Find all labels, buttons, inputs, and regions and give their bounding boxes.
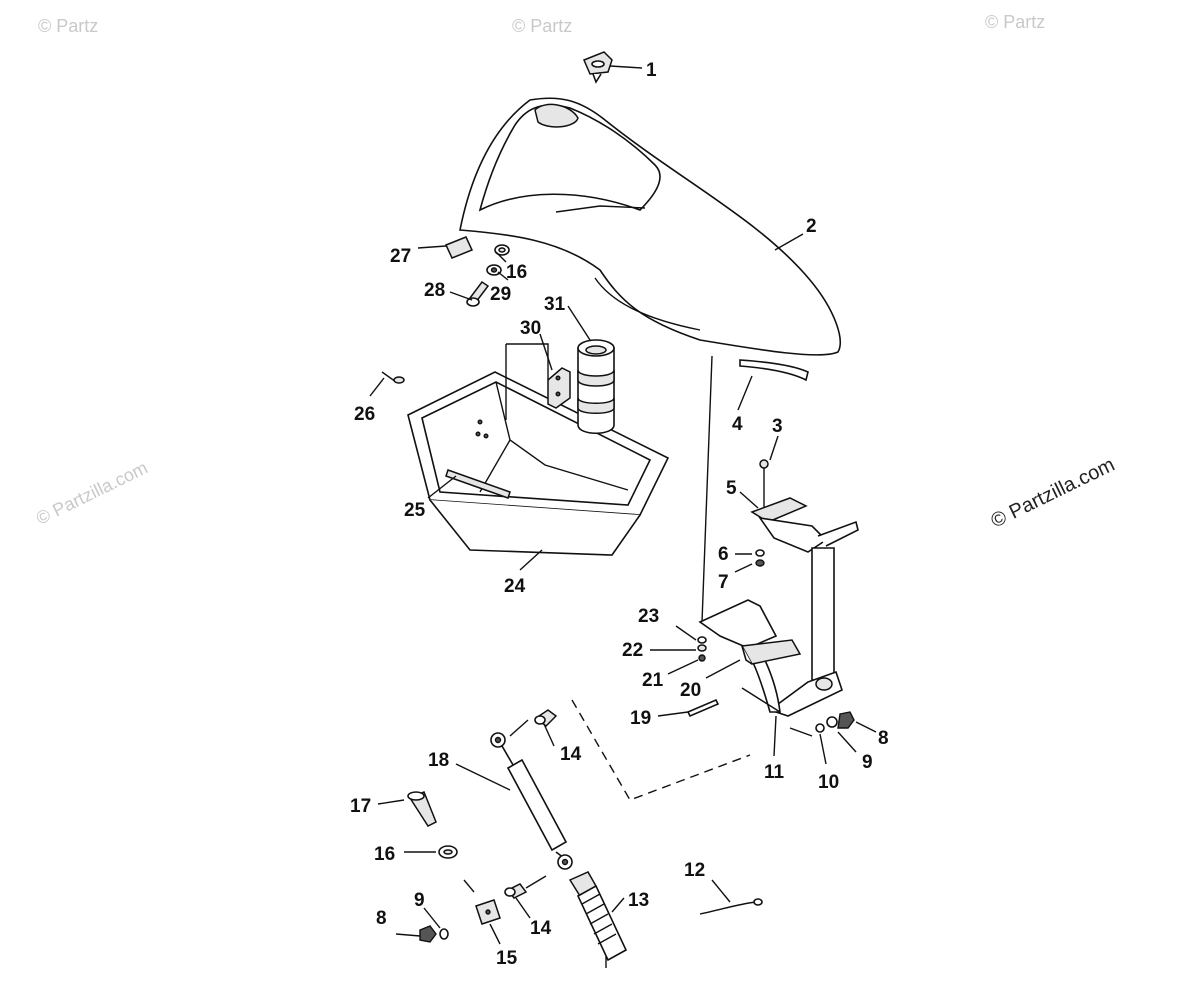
- callout-21: 21: [642, 670, 664, 691]
- part-14-ball-stud-upper: [534, 709, 558, 728]
- callout-6: 6: [718, 544, 729, 565]
- watermark-left: © Partzilla.com: [33, 457, 151, 528]
- callout-9: 9: [862, 752, 873, 773]
- watermark-right: © Partzilla.com: [988, 454, 1119, 533]
- callout-8: 8: [878, 728, 889, 749]
- callout-22: 22: [622, 640, 643, 661]
- watermark-top-center: © Partz: [512, 16, 572, 36]
- part-25-strip: [445, 469, 511, 499]
- callout-2: 2: [806, 216, 817, 237]
- callout-19: 19: [630, 708, 651, 729]
- part-31-canister: [577, 339, 615, 435]
- callout-10: 10: [818, 772, 839, 793]
- part-20-pedal: [697, 599, 802, 665]
- callout-9-lower: 9: [414, 890, 425, 911]
- callout-20: 20: [680, 680, 701, 701]
- part-18-gas-strut: [490, 719, 573, 870]
- part-2-hood: [459, 97, 841, 356]
- part-4-strip: [739, 359, 809, 382]
- callout-5: 5: [726, 478, 737, 499]
- callout-1: 1: [646, 60, 657, 81]
- part-5-latch: [750, 497, 859, 553]
- part-3-screw: [759, 459, 769, 508]
- callout-13: 13: [628, 890, 649, 911]
- part-24-storage-bin: [407, 371, 670, 556]
- callout-14-lower: 14: [530, 918, 552, 939]
- parts-8-9-10-right: [789, 711, 855, 737]
- watermark-top-right: © Partz: [985, 12, 1045, 32]
- callout-27: 27: [390, 246, 411, 267]
- callout-30: 30: [520, 318, 541, 339]
- callout-16-upper: 16: [506, 262, 527, 283]
- callout-25: 25: [404, 500, 426, 521]
- part-19-pin: [686, 698, 720, 718]
- part-30-bracket: [505, 343, 571, 420]
- callout-11: 11: [764, 762, 785, 783]
- part-12-cable: [699, 898, 763, 915]
- callout-8-lower: 8: [376, 908, 387, 929]
- watermark-top-left: © Partz: [38, 16, 98, 36]
- part-13-boot: [568, 871, 628, 968]
- callout-12: 12: [684, 860, 705, 881]
- callout-17: 17: [350, 796, 371, 817]
- callout-26: 26: [354, 404, 375, 425]
- callout-29: 29: [490, 284, 511, 305]
- callout-4: 4: [732, 414, 743, 435]
- callout-16-lower: 16: [374, 844, 395, 865]
- callout-31: 31: [544, 294, 566, 315]
- callout-18: 18: [428, 750, 449, 771]
- callout-7: 7: [718, 572, 729, 593]
- part-26-pin: [381, 371, 405, 384]
- callout-14-upper: 14: [560, 744, 582, 765]
- parts-6-7-fasteners: [755, 549, 765, 567]
- callout-23: 23: [638, 606, 659, 627]
- callout-15: 15: [496, 948, 518, 969]
- part-1-cap: [583, 51, 613, 84]
- callout-28: 28: [424, 280, 445, 301]
- parts-lower-left-hardware: [407, 791, 547, 943]
- callout-24: 24: [504, 576, 526, 597]
- callout-3: 3: [772, 416, 783, 437]
- callout-labels: 1 2 3 4 5 6 7 8 9 10 11 12 13 14 14 15 1: [350, 60, 889, 969]
